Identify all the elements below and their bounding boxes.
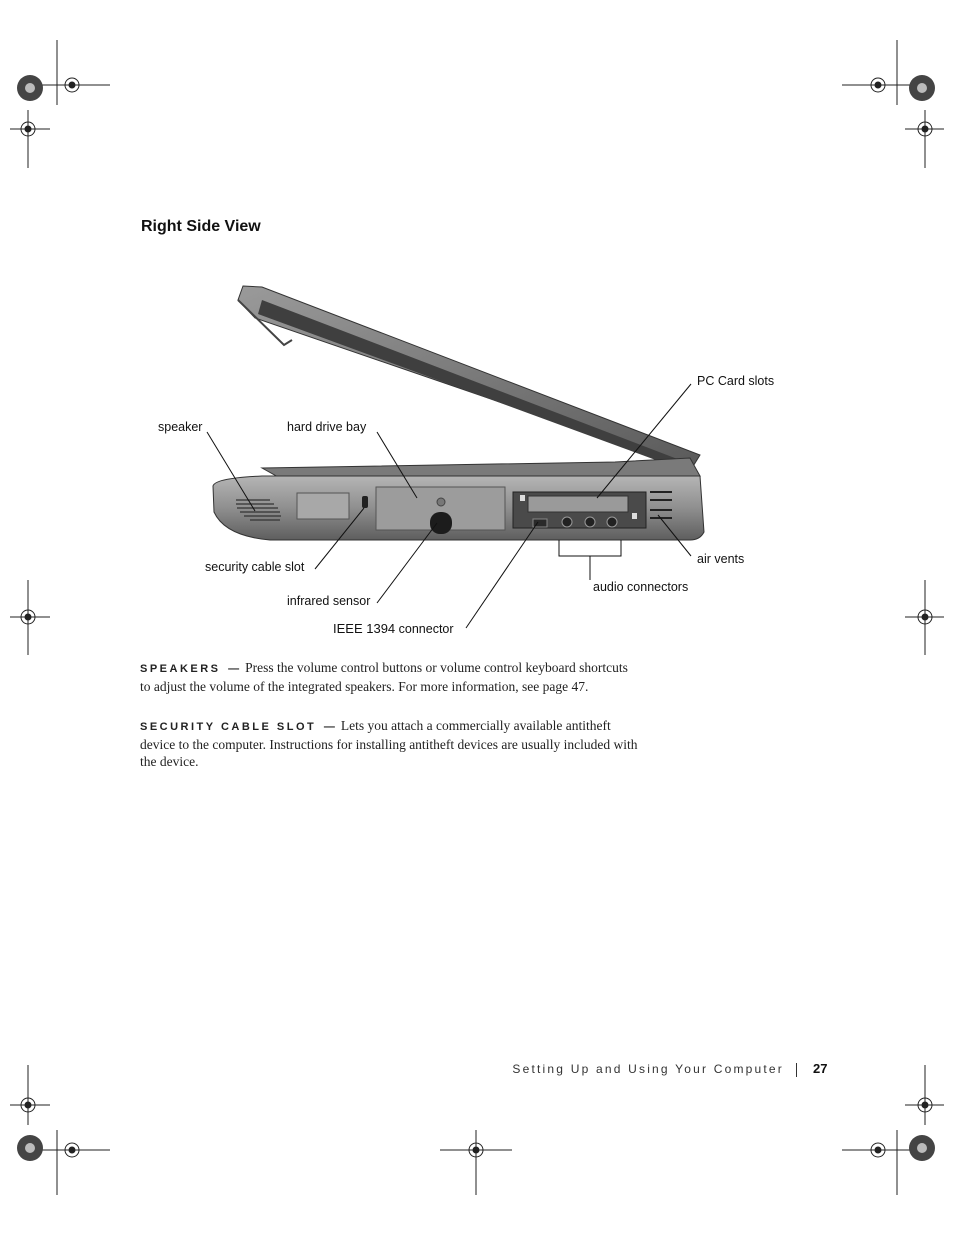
air-vents-label: air vents xyxy=(697,552,745,566)
security-cable-slot-term: Security Cable Slot — xyxy=(140,721,335,733)
ieee-1394-text: IEEE 1394 xyxy=(333,621,396,636)
infrared-sensor-leader xyxy=(376,522,438,604)
ieee-1394-connector-label: IEEE 1394 connector xyxy=(333,621,454,636)
footer-separator xyxy=(796,1063,797,1077)
speaker-leader xyxy=(206,431,256,512)
speakers-text: Press the volume control buttons or volu… xyxy=(140,660,628,694)
section-title: Right Side View xyxy=(141,218,261,235)
security-cable-slot-label: security cable slot xyxy=(205,560,305,574)
audio-connectors-label: audio connectors xyxy=(593,580,689,594)
ieee-1394-leader xyxy=(465,521,539,629)
hard-drive-bay-label: hard drive bay xyxy=(287,420,367,434)
pc-card-slots-leader xyxy=(596,383,692,499)
security-cable-slot-leader xyxy=(314,507,365,570)
speakers-paragraph: Speakers —Press the volume control butto… xyxy=(140,659,640,695)
pc-card-slots-label: PC Card slots xyxy=(697,374,775,388)
connector-text: connector xyxy=(398,622,454,636)
infrared-sensor-label: infrared sensor xyxy=(287,594,371,608)
security-cable-slot-text: Lets you attach a commercially available… xyxy=(140,718,638,769)
hard-drive-bay-leader xyxy=(376,431,418,499)
page-number: 27 xyxy=(813,1061,828,1076)
footer-chapter-title: Setting Up and Using Your Computer xyxy=(512,1062,784,1076)
speaker-label: speaker xyxy=(158,420,203,434)
audio-connectors-bracket xyxy=(558,540,622,557)
speakers-term: Speakers — xyxy=(140,663,240,675)
air-vents-leader xyxy=(657,514,692,557)
security-cable-slot-paragraph: Security Cable Slot —Lets you attach a c… xyxy=(140,717,640,770)
